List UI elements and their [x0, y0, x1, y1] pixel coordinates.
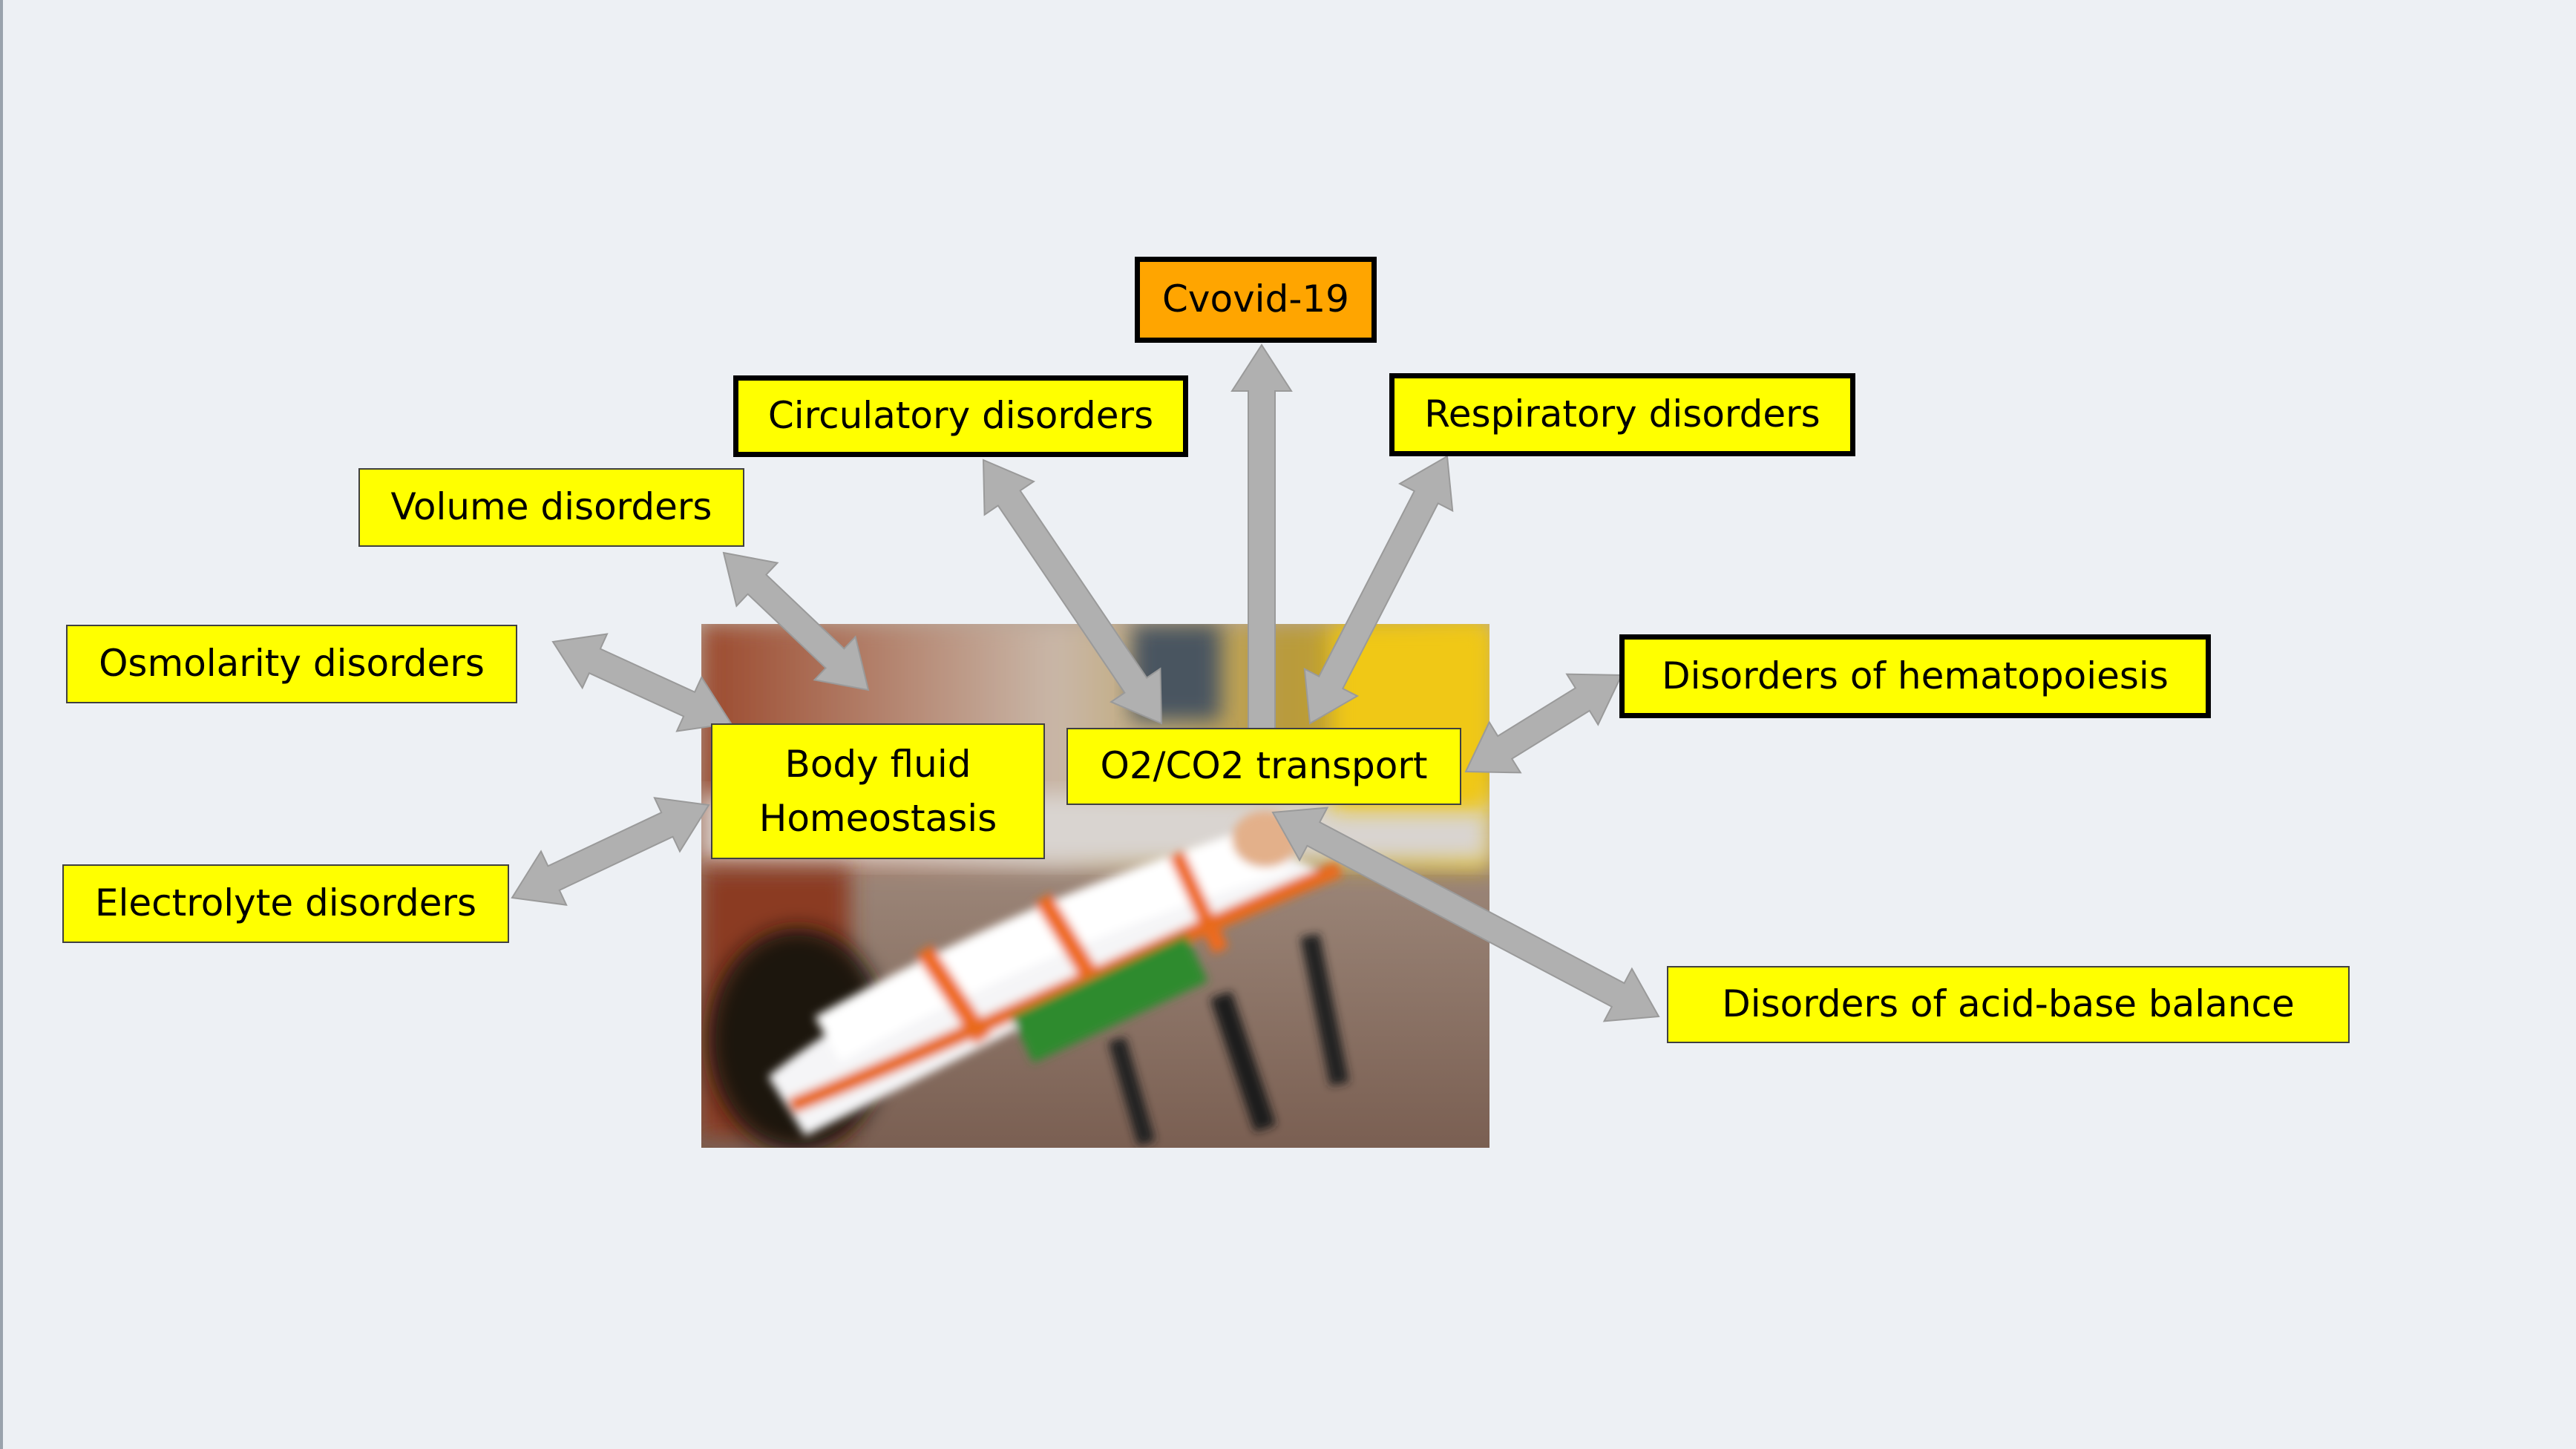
- electrolyte-disorders-label: Electrolyte disorders: [62, 864, 509, 943]
- volume-disorders-label: Volume disorders: [358, 468, 744, 547]
- osmolarity-disorders-label: Osmolarity disorders: [66, 625, 517, 703]
- arrow-volume: [722, 551, 870, 691]
- arrow-electrolyte: [511, 797, 710, 906]
- arrow-covid: [1230, 344, 1293, 735]
- acid-base-disorders-label: Disorders of acid-base balance: [1667, 966, 2350, 1043]
- arrow-osmolarity: [551, 633, 733, 732]
- respiratory-disorders-label: Respiratory disorders: [1389, 373, 1855, 456]
- stretcher-photo-art: [701, 624, 1489, 1148]
- arrow-hematopoiesis: [1464, 673, 1623, 774]
- arrow-acid-base: [1271, 806, 1660, 1022]
- slide-left-edge: [0, 0, 3, 1449]
- arrow-respiratory: [1303, 455, 1454, 725]
- arrow-circulatory: [982, 459, 1163, 725]
- covid-label: Cvovid-19: [1135, 257, 1377, 343]
- body-fluid-homeostasis-label: Body fluid Homeostasis: [711, 723, 1045, 859]
- circulatory-disorders-label: Circulatory disorders: [733, 375, 1188, 457]
- hematopoiesis-disorders-label: Disorders of hematopoiesis: [1619, 634, 2211, 718]
- stretcher-photo: [701, 624, 1489, 1148]
- o2-co2-transport-label: O2/CO2 transport: [1066, 728, 1461, 805]
